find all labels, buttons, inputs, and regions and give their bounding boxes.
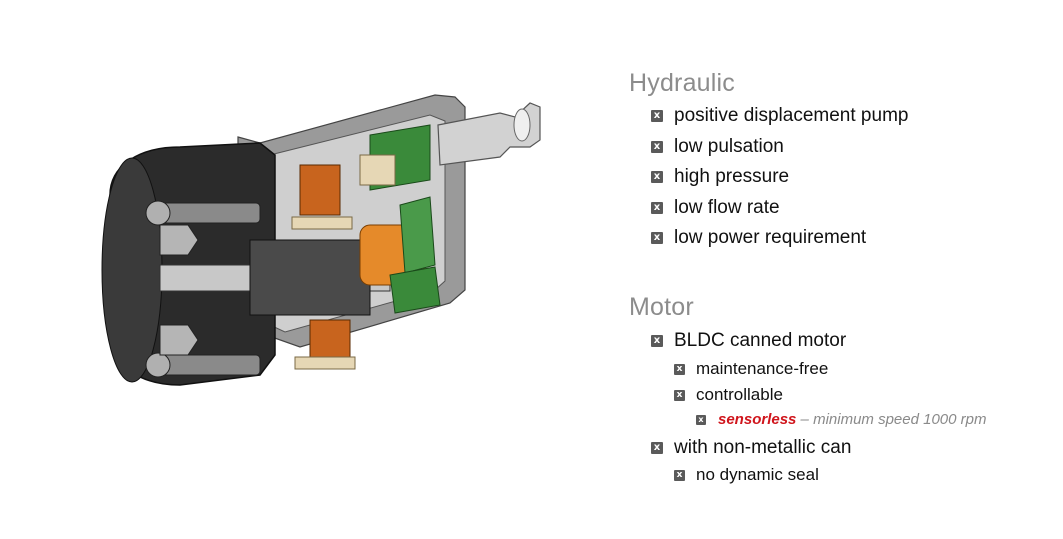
sensorless-highlight: sensorless (718, 411, 797, 428)
list-item: x with non-metallic can (651, 437, 851, 459)
x-bullet-icon: x (651, 171, 663, 183)
list-item: x positive displacement pump (651, 105, 908, 127)
bolts (145, 200, 261, 378)
minimum-speed-note: – minimum speed 1000 rpm (796, 411, 987, 428)
sub-sub-list-item: x sensorless – minimum speed 1000 rpm (696, 411, 986, 428)
list-item-text: high pressure (674, 166, 790, 187)
heading-motor: Motor (629, 293, 694, 321)
list-item: x BLDC canned motor (651, 330, 846, 352)
winding-top (299, 164, 341, 216)
x-bullet-icon: x (651, 202, 663, 214)
spacer-right (359, 154, 396, 186)
outlet-bore (513, 108, 531, 142)
list-item-text: controllable (696, 385, 783, 404)
list-item-text: with non-metallic can (674, 437, 852, 458)
pcb-middle (399, 196, 436, 274)
pcb-bottom (389, 266, 441, 314)
x-bullet-icon: x (651, 335, 663, 347)
x-bullet-icon: x (651, 232, 663, 244)
heading-hydraulic: Hydraulic (629, 69, 735, 97)
spacer-bottom (294, 356, 356, 370)
list-item: x low pulsation (651, 136, 784, 158)
sub-list-item: x no dynamic seal (674, 465, 819, 485)
list-item-text: low flow rate (674, 197, 780, 218)
x-bullet-icon: x (674, 469, 685, 481)
end-cap-face (101, 157, 163, 383)
winding-bottom (309, 319, 351, 361)
pump-cutaway-illustration (101, 94, 541, 386)
list-item-text: BLDC canned motor (674, 330, 847, 351)
list-item: x low power requirement (651, 227, 866, 249)
x-bullet-icon: x (651, 110, 663, 122)
x-bullet-icon: x (674, 363, 685, 375)
list-item-text: no dynamic seal (696, 465, 819, 484)
x-bullet-icon: x (674, 389, 685, 401)
list-item: x low flow rate (651, 197, 780, 219)
list-item-text: maintenance-free (696, 359, 829, 378)
x-bullet-icon: x (696, 414, 706, 425)
spacer-top (291, 216, 353, 230)
sub-list-item: x controllable (674, 385, 783, 405)
shaft-housing (249, 239, 371, 316)
list-item: x high pressure (651, 166, 789, 188)
x-bullet-icon: x (651, 141, 663, 153)
list-item-text: low power requirement (674, 227, 867, 248)
list-item-text: low pulsation (674, 136, 784, 157)
sub-list-item: x maintenance-free (674, 359, 828, 379)
x-bullet-icon: x (651, 442, 663, 454)
list-item-text: positive displacement pump (674, 105, 909, 126)
